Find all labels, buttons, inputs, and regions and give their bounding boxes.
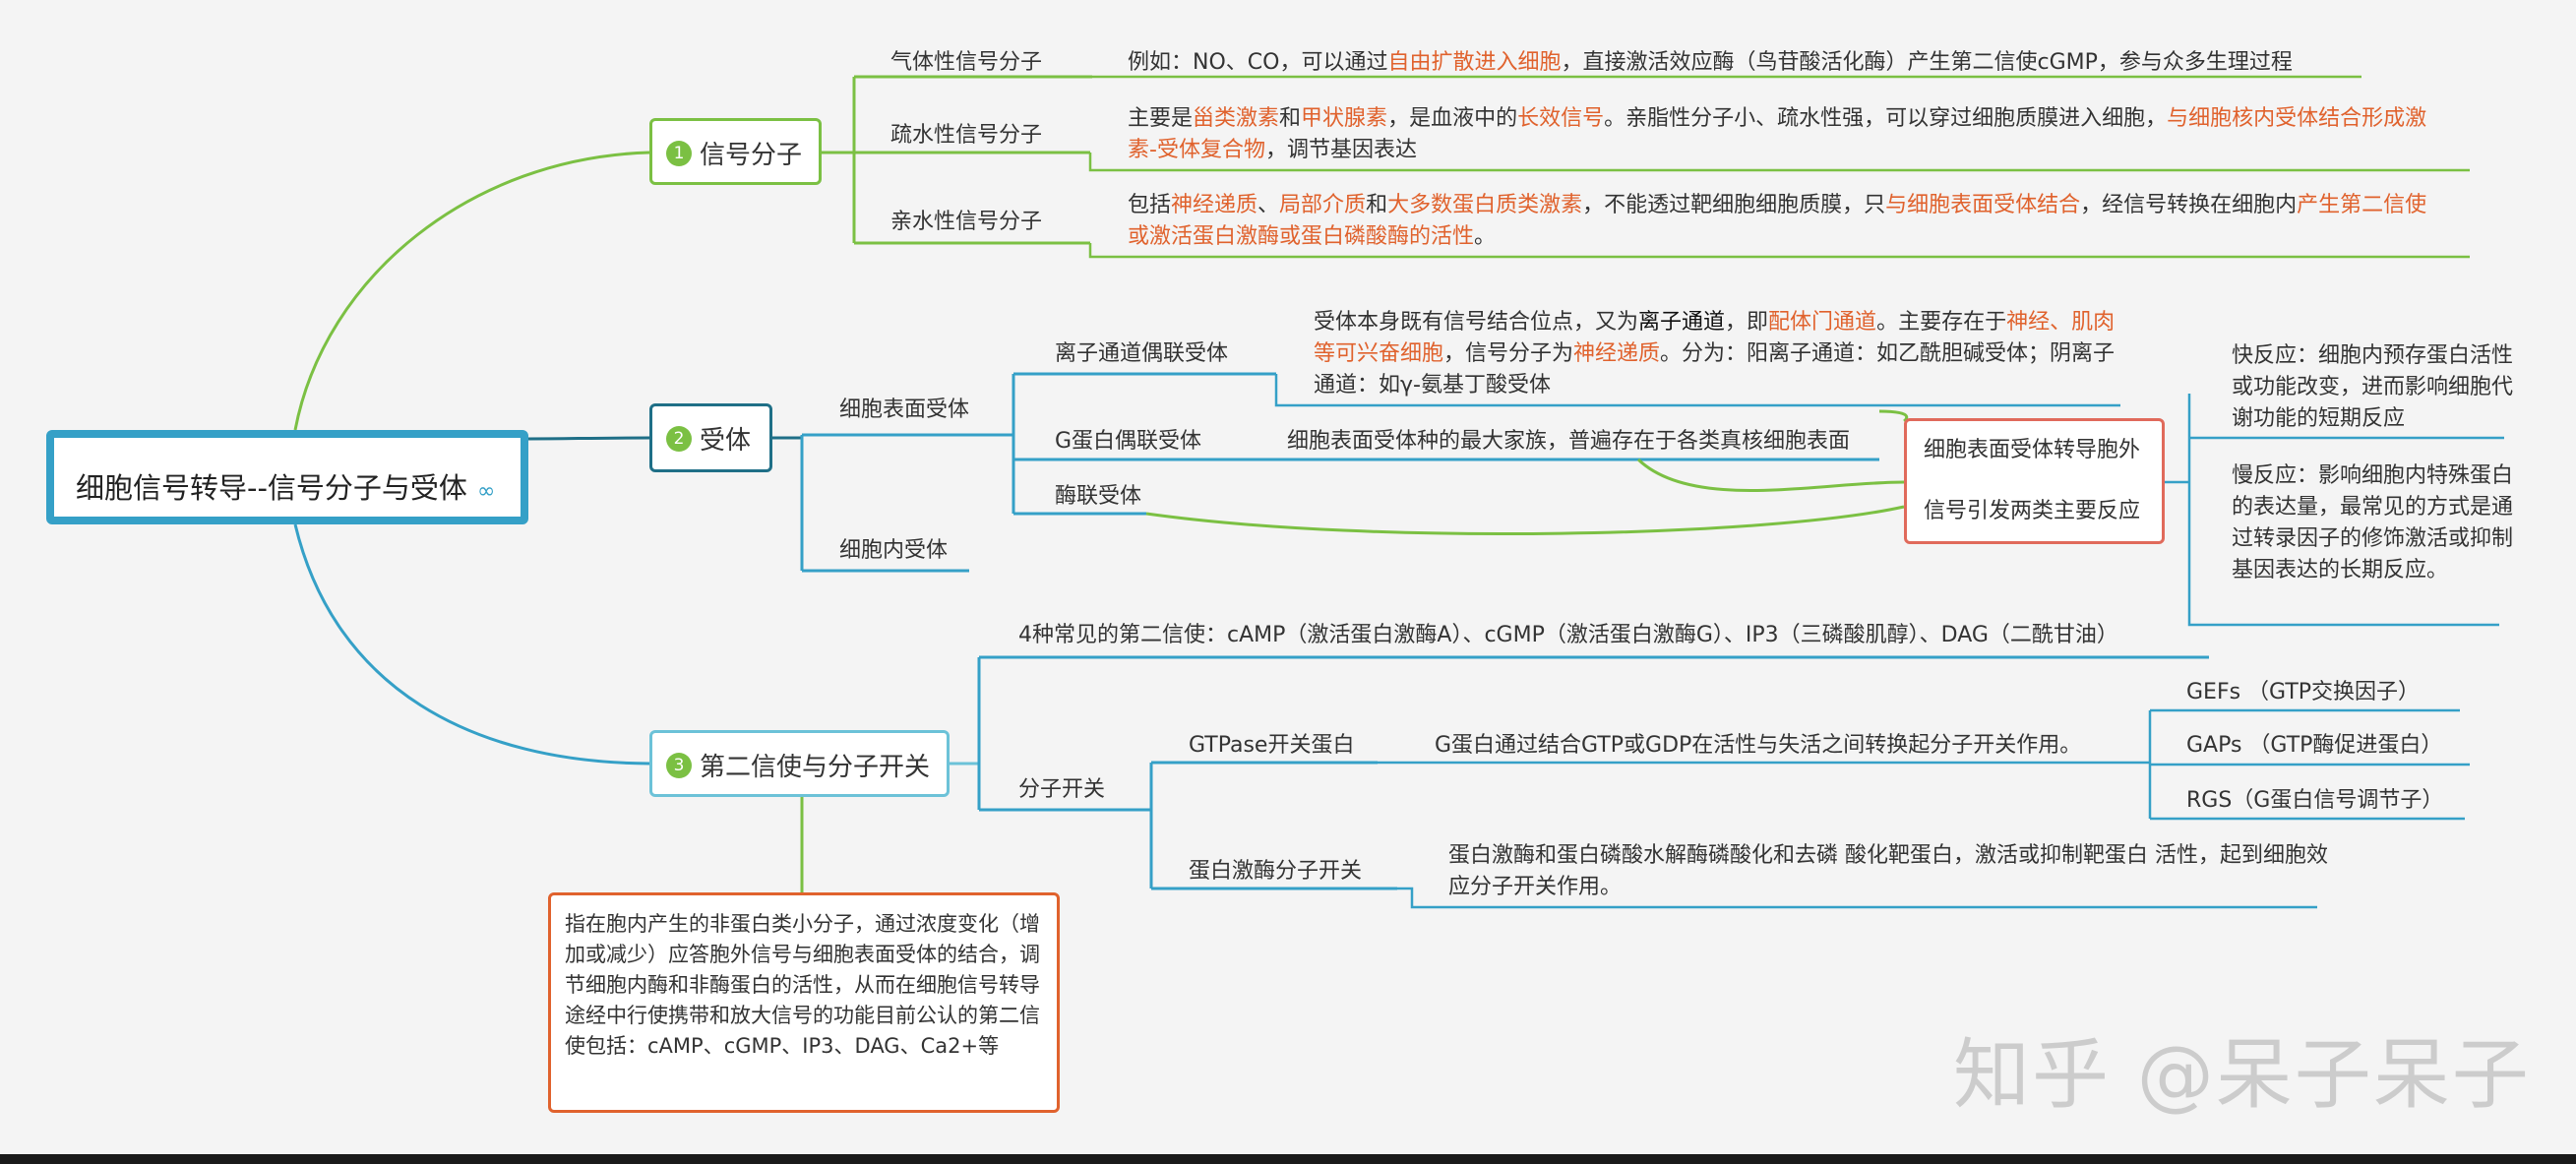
number-badge: 3 — [666, 752, 692, 778]
gas-signal-desc: 例如：NO、CO，可以通过自由扩散进入细胞，直接激活效应酶（鸟苷酸活化酶）产生第… — [1128, 50, 2293, 75]
node-gtpase-switch[interactable]: GTPase开关蛋白 — [1189, 733, 1355, 758]
ion-channel-desc: 受体本身既有信号结合位点，又为离子通道，即配体门通道。主要存在于神经、肌肉等可兴… — [1314, 310, 2116, 398]
link-root-b3 — [293, 523, 650, 766]
two-reactions-line1: 细胞表面受体转导胞外 — [1924, 438, 2141, 462]
node-molecular-switch[interactable]: 分子开关 — [1018, 777, 1106, 802]
node-surface-receptor[interactable]: 细胞表面受体 — [839, 398, 970, 422]
node-gefs[interactable]: GEFs （GTP交换因子） — [2186, 680, 2421, 705]
hydrophobic-signal-desc: 主要是甾类激素和甲状腺素，是血液中的长效信号。亲脂性分子小、疏水性强，可以穿过细… — [1128, 106, 2427, 162]
branch-receptors[interactable]: 2 受体 — [649, 403, 772, 472]
definition-text: 指在胞内产生的非蛋白类小分子，通过浓度变化（增加或减少）应答胞外信号与细胞表面受… — [565, 912, 1040, 1058]
gtpase-switch-desc: G蛋白通过结合GTP或GDP在活性与失活之间转换起分子开关作用。 — [1435, 733, 2082, 758]
branch-second-messenger[interactable]: 3 第二信使与分子开关 — [649, 730, 950, 797]
hydrophilic-signal-desc: 包括神经递质、局部介质和大多数蛋白质类激素，不能透过靶细胞细胞质膜，只与细胞表面… — [1128, 193, 2427, 249]
branch-label: 信号分子 — [700, 141, 803, 170]
two-reactions-line2: 信号引发两类主要反应 — [1924, 499, 2141, 523]
second-messenger-definition[interactable]: 指在胞内产生的非蛋白类小分子，通过浓度变化（增加或减少）应答胞外信号与细胞表面受… — [548, 892, 1060, 1113]
node-four-second-messengers[interactable]: 4种常见的第二信使：cAMP（激活蛋白激酶A）、cGMP（激活蛋白激酶G）、IP… — [1018, 623, 2118, 647]
node-gaps[interactable]: GAPs （GTP酶促进蛋白） — [2186, 733, 2443, 758]
kinase-switch-desc: 蛋白激酶和蛋白磷酸水解酶磷酸化和去磷 酸化靶蛋白，激活或抑制靶蛋白 活性，起到细… — [1448, 843, 2328, 899]
node-hydrophobic-signal[interactable]: 疏水性信号分子 — [890, 123, 1043, 148]
node-kinase-switch[interactable]: 蛋白激酶分子开关 — [1189, 859, 1363, 884]
number-badge: 1 — [666, 140, 692, 166]
root-node[interactable]: 细胞信号转导--信号分子与受体∞ — [46, 430, 528, 524]
node-rgs[interactable]: RGS（G蛋白信号调节子） — [2186, 788, 2444, 813]
node-fast-reaction[interactable]: 快反应：细胞内预存蛋白活性或功能改变，进而影响细胞代谢功能的短期反应 — [2232, 343, 2514, 431]
link-root-b2 — [527, 436, 650, 441]
branch-signal-molecules[interactable]: 1 信号分子 — [649, 118, 822, 185]
node-g-protein-receptor[interactable]: G蛋白偶联受体 — [1055, 429, 1202, 454]
node-slow-reaction[interactable]: 慢反应：影响细胞内特殊蛋白的表达量，最常见的方式是通过转录因子的修饰激活或抑制基… — [2232, 463, 2514, 582]
node-ion-channel-receptor[interactable]: 离子通道偶联受体 — [1055, 341, 1229, 366]
node-enzyme-linked-receptor[interactable]: 酶联受体 — [1055, 484, 1142, 509]
g-protein-receptor-desc: 细胞表面受体种的最大家族，普遍存在于各类真核细胞表面 — [1287, 429, 1851, 454]
branch-label: 受体 — [700, 426, 752, 456]
number-badge: 2 — [666, 425, 692, 452]
root-title: 细胞信号转导--信号分子与受体∞ — [76, 471, 496, 505]
node-hydrophilic-signal[interactable]: 亲水性信号分子 — [890, 210, 1043, 234]
node-intracellular-receptor[interactable]: 细胞内受体 — [839, 538, 949, 563]
watermark: 知乎 @呆子呆子 — [1953, 1031, 2531, 1120]
link-icon[interactable]: ∞ — [476, 479, 496, 504]
branch-label: 第二信使与分子开关 — [700, 753, 931, 782]
link-root-b1 — [293, 151, 650, 431]
node-gas-signal[interactable]: 气体性信号分子 — [890, 50, 1043, 75]
bottom-bar — [0, 1154, 2576, 1164]
node-two-reactions[interactable]: 细胞表面受体转导胞外 信号引发两类主要反应 — [1904, 418, 2165, 544]
